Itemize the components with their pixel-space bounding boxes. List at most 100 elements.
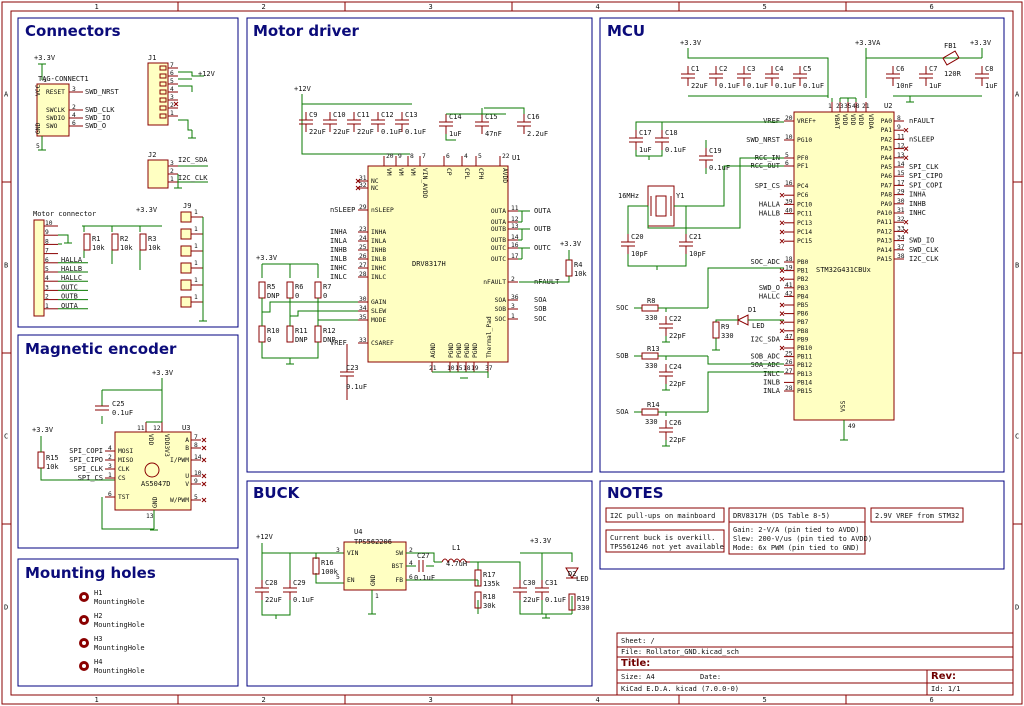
wire — [201, 437, 207, 443]
mcu-cap-c3[interactable]: C30.1uF — [737, 65, 768, 90]
j9-pin-pad[interactable] — [180, 279, 192, 291]
mcu-top-name: VDD — [849, 114, 856, 126]
mcu-cap-c2-val: 0.1uF — [719, 82, 740, 90]
stm32-body[interactable] — [793, 111, 895, 421]
r15-resistor[interactable]: R15 10k — [37, 436, 115, 481]
mcu-left-net: SOC_ADC — [750, 258, 780, 266]
j2-pin-num: 3 — [170, 160, 174, 167]
j9-pin-pad[interactable] — [180, 228, 192, 240]
mcu-right-name: PA7 — [881, 182, 893, 189]
svg-text:R15: R15 — [46, 454, 59, 462]
motor-res-3-val: 10k — [148, 244, 161, 252]
j2-body[interactable] — [147, 159, 169, 189]
drv-left-name: GAIN — [371, 299, 386, 306]
driver-cap-c10-ref: C10 — [333, 111, 346, 119]
buck-inductor-l1[interactable]: L14.7uH — [441, 544, 470, 568]
drv8317h-body[interactable] — [367, 165, 509, 363]
wire — [662, 384, 670, 391]
drv-right-num: 36 — [511, 294, 519, 301]
driver-cap-c14-val: 1uF — [449, 130, 462, 138]
notes: I2C pull-ups on mainboard Current buck i… — [605, 507, 964, 555]
drv-res-r7[interactable]: R70 — [314, 281, 331, 300]
c25-capacitor[interactable]: C25 0.1uF — [95, 400, 133, 417]
wire — [793, 66, 807, 86]
mcu-cap-c20-val: 10pF — [631, 250, 648, 258]
enc-left-num: 3 — [108, 463, 112, 470]
tag-connect-body[interactable] — [36, 83, 70, 137]
j9-pin-pad[interactable] — [180, 245, 192, 257]
j9-pin-pad[interactable] — [180, 262, 192, 274]
j9-pin-num: 1 — [194, 294, 198, 301]
title-notes: NOTES — [607, 484, 664, 502]
frame-col-top: 5 — [763, 3, 767, 11]
c23-capacitor[interactable]: C23 0.1uF — [340, 344, 367, 400]
enc-left-net: SPI_CS — [78, 474, 103, 482]
drv-left-name: INLC — [371, 274, 386, 281]
section-motor-driver — [246, 17, 593, 473]
motor-res-1-ref: R1 — [92, 235, 100, 243]
mcu-cap-c4[interactable]: C40.1uF — [765, 65, 796, 90]
drv-left-name: NC — [371, 185, 379, 192]
motor-conn-label: Motor connector — [33, 210, 96, 218]
mcu-cap-c2[interactable]: C20.1uF — [709, 65, 740, 90]
j9-pin-pad[interactable] — [180, 211, 192, 223]
mcu-cap-c5[interactable]: C50.1uF — [793, 65, 824, 90]
drv-left-num: 23 — [359, 226, 367, 233]
wire — [779, 229, 785, 235]
r4-resistor[interactable]: +3.3V R4 10k — [519, 240, 587, 283]
mcu-right-name: PA4 — [881, 155, 893, 162]
motor-conn-body[interactable] — [33, 219, 45, 317]
drv-res-r6[interactable]: R60 — [286, 281, 303, 300]
as5047d-body[interactable] — [114, 431, 192, 511]
j9-pin-pad[interactable] — [180, 296, 192, 308]
